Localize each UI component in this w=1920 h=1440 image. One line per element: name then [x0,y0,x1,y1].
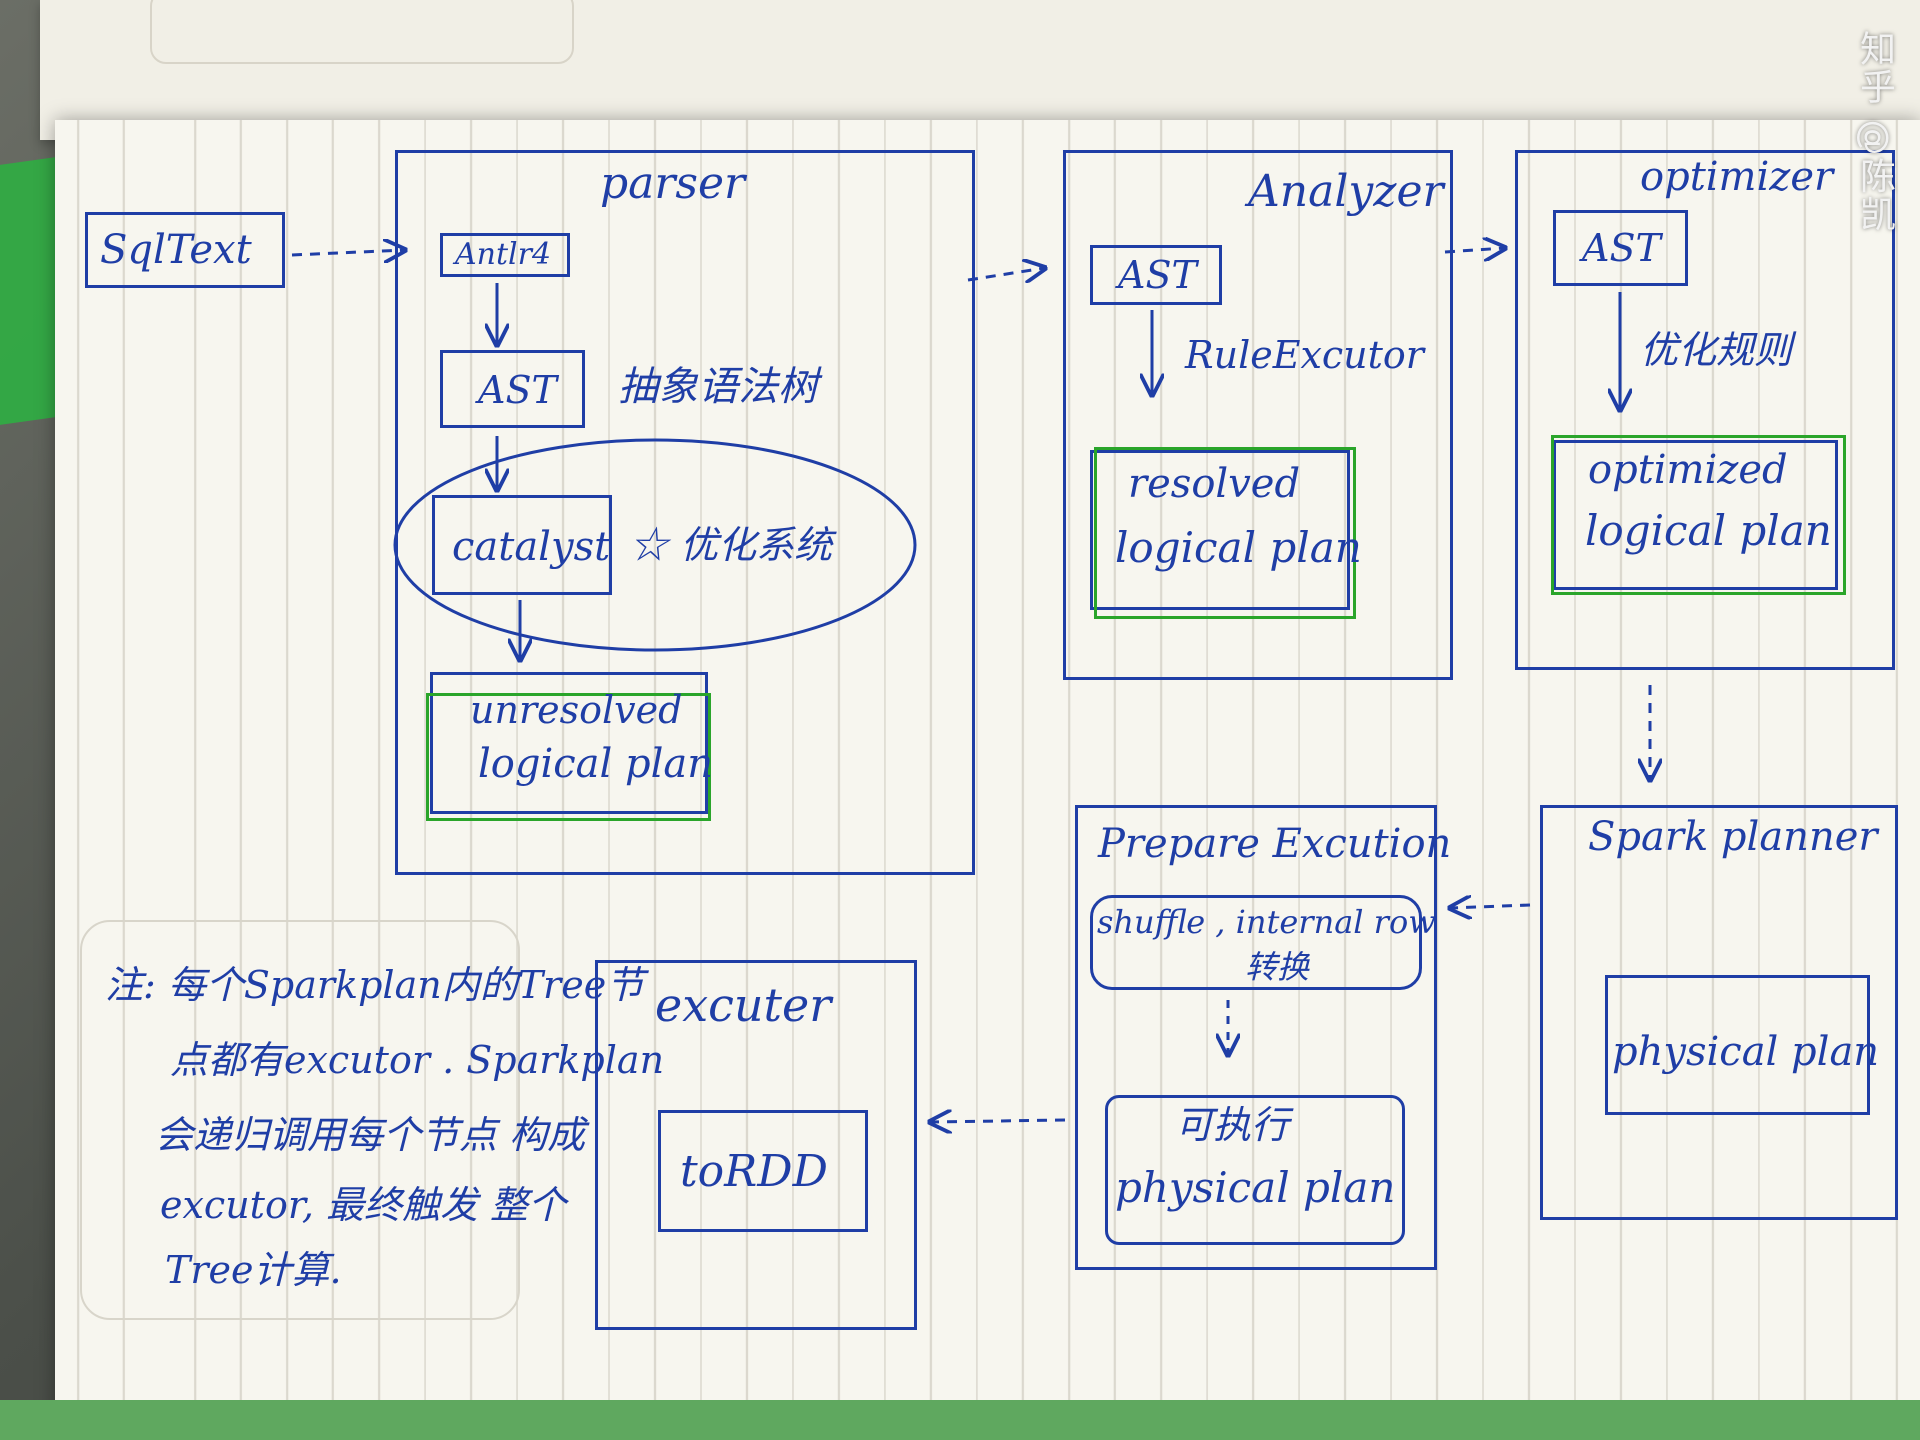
to-rdd-box [658,1110,868,1232]
excuter-title: excuter [655,978,832,1032]
analyzer-stage [1063,150,1453,680]
note-line-2: 点都有excutor . Sparkplan [170,1038,665,1082]
physical-plan-label: physical plan [1612,1029,1880,1075]
ast-note: 抽象语法树 [618,364,818,410]
optimizer-ast-label: AST [1582,226,1661,270]
parser-ast-box [440,350,585,428]
optimized-highlight [1551,435,1846,595]
page-ruling [55,120,1920,1420]
prepare-execution-stage [1075,805,1437,1270]
excuter-stage [595,960,917,1330]
arrow-parser-to-analyzer [967,268,1045,280]
optimized-line1: optimized [1588,447,1788,493]
shuffle-line1: shuffle , internal row [1097,903,1436,941]
unresolved-highlight [426,693,711,821]
arrow-prepare-to-excuter [930,1120,1066,1122]
physical-plan-box [1605,975,1870,1115]
analyzer-ast-label: AST [1118,253,1197,297]
antlr4-label: Antlr4 [455,237,552,272]
arrow-spark-planner-to-prepare [1450,905,1531,908]
executable-line1: 可执行 [1175,1103,1290,1147]
parser-stage [395,150,975,875]
parser-title: parser [600,158,746,209]
note-line-4: excutor, 最终触发 整个 [160,1183,567,1227]
optimized-line2: logical plan [1585,506,1832,555]
to-rdd-label: toRDD [680,1146,828,1197]
prepare-execution-title: Prepare Excution [1098,821,1452,867]
previous-page [40,0,1920,140]
optimizer-ast-box [1553,210,1688,286]
parser-ast-label: AST [478,368,557,412]
catalyst-note: ☆ 优化系统 [630,523,833,567]
analyzer-title: Analyzer [1248,166,1444,217]
optimizer-title: optimizer [1640,154,1834,200]
rule-executor-label: RuleExcutor [1185,333,1424,377]
optimizer-note: 优化规则 [1640,328,1793,372]
note-line-1: 注: 每个Sparkplan内的Tree节 [105,963,645,1007]
executable-line2: physical plan [1115,1163,1396,1212]
catalyst-box [432,495,612,595]
resolved-highlight [1094,447,1356,619]
arrow-sqltext-to-parser [291,250,405,255]
resolved-box [1090,450,1350,610]
resolved-line1: resolved [1128,461,1301,507]
shuffle-box [1090,895,1422,990]
note-line-3: 会递归调用每个节点 构成 [155,1113,586,1157]
watermark: 知乎 @陈凯 [1854,30,1895,234]
unresolved-line1: unresolved [470,688,683,732]
notebook-cover-edge [0,1400,1920,1440]
arrow-analyzer-to-optimizer [1444,248,1505,252]
sqltext-box [85,212,285,288]
sqltext-label: SqlText [100,227,252,273]
shuffle-line2: 转换 [1245,948,1310,986]
executable-plan-box [1105,1095,1405,1245]
note-line-5: Tree计算. [165,1248,342,1292]
analyzer-ast-box [1090,245,1222,305]
optimizer-stage [1515,150,1895,670]
spark-planner-title: Spark planner [1588,814,1878,860]
catalyst-label: catalyst [452,524,611,570]
antlr4-box [440,233,570,277]
optimized-box [1553,440,1838,590]
unresolved-line2: logical plan [478,741,714,787]
catalyst-ellipse [393,438,917,652]
resolved-line2: logical plan [1115,523,1362,572]
spark-planner-stage [1540,805,1898,1220]
unresolved-box [430,672,708,814]
note-panel [80,920,520,1320]
